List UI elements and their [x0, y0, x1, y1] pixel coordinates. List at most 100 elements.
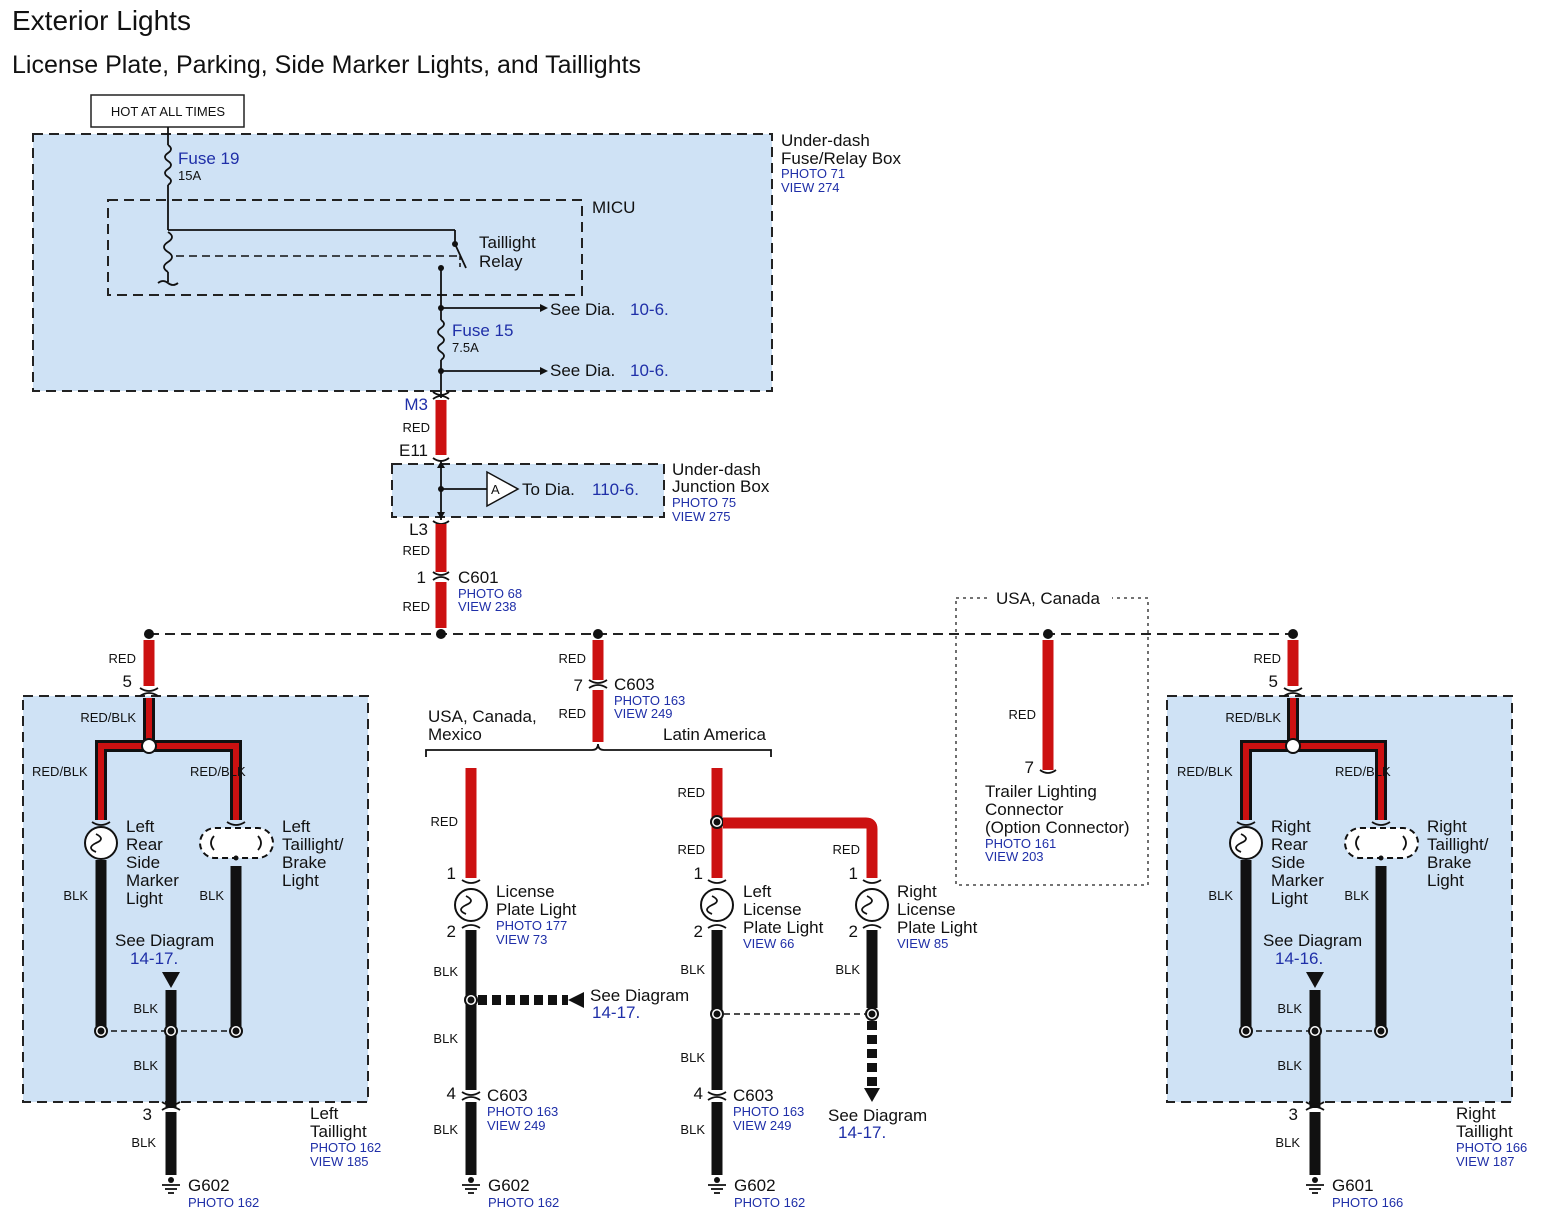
trailer-connector-icon [1039, 769, 1057, 774]
left-taillight-pin: 5 [123, 672, 132, 691]
m3-label: M3 [404, 395, 428, 414]
left-taillight-name-2: Taillight [310, 1122, 367, 1141]
left-taillight-photo: PHOTO 162 [310, 1140, 381, 1155]
wire-label-red-trailer: RED [1009, 707, 1036, 722]
c603-top-pin: 7 [574, 676, 583, 695]
right-marker-name-3: Side [1271, 853, 1305, 872]
hot-at-all-times-box [90, 94, 245, 128]
region-left-1: USA, Canada, [428, 707, 537, 726]
right-taillight-photo: PHOTO 166 [1456, 1140, 1527, 1155]
right-ground-pin: 3 [1289, 1105, 1298, 1124]
wire-label-blk-left-1: BLK [63, 888, 88, 903]
relay-label-2: Relay [479, 252, 523, 271]
right-see-ref[interactable]: 14-16. [1275, 949, 1323, 968]
connector-c601-icon [432, 571, 450, 576]
wire-label-red-latin-2: RED [678, 842, 705, 857]
right-brake-name-1: Right [1427, 817, 1467, 836]
junction-box-name-2: Junction Box [672, 477, 770, 496]
license-name-2: Plate Light [496, 900, 577, 919]
ground-icon [462, 1177, 480, 1194]
wire-label-red-2: RED [403, 543, 430, 558]
license-see-arrow-icon [568, 992, 584, 1008]
license-c603-name: C603 [487, 1086, 528, 1105]
wire-label-redblk-left-1: RED/BLK [80, 710, 136, 725]
to-dia-ref[interactable]: 110-6. [592, 480, 639, 499]
license-bulb-icon [454, 888, 488, 922]
license-photo: PHOTO 177 [496, 918, 567, 933]
left-license-pin-top: 1 [694, 864, 703, 883]
fuse-relay-box [32, 133, 773, 392]
fuse-15-label: Fuse 15 [452, 321, 513, 340]
wire-label-red-license: RED [431, 814, 458, 829]
junction-box-name-1: Under-dash [672, 460, 761, 479]
wire-label-blk-left-4: BLK [133, 1058, 158, 1073]
fuse-box-view: VIEW 274 [781, 180, 840, 195]
left-brake-name-4: Light [282, 871, 319, 890]
left-see-arrow-icon [162, 972, 180, 988]
right-marker-name-4: Marker [1271, 871, 1324, 890]
see-dia-1-ref[interactable]: 10-6. [630, 300, 669, 319]
license-view: VIEW 73 [496, 932, 547, 947]
left-taillight-box [22, 695, 369, 1103]
right-marker-name-5: Light [1271, 889, 1308, 908]
wire-label-blk-latin-2: BLK [680, 1050, 705, 1065]
left-license-name-2: License [743, 900, 802, 919]
connector-l3-icon [432, 520, 450, 525]
ground-icon [162, 1177, 180, 1194]
license-see-diagram: See Diagram [590, 986, 689, 1005]
wire-label-red-right: RED [1254, 651, 1281, 666]
fuse-15-rating: 7.5A [452, 340, 479, 355]
wire-label-red-c603-2: RED [559, 706, 586, 721]
c603-top-photo: PHOTO 163 [614, 693, 685, 708]
right-ground-name: G601 [1332, 1176, 1374, 1195]
right-taillight-pin: 5 [1269, 672, 1278, 691]
license-pin-bot: 2 [447, 922, 456, 941]
trailer-name-1: Trailer Lighting [985, 782, 1097, 801]
left-brake-name-1: Left [282, 817, 311, 836]
right-brake-name-4: Light [1427, 871, 1464, 890]
wire-label-redblk-right-1: RED/BLK [1225, 710, 1281, 725]
right-license-pin-top: 1 [849, 864, 858, 883]
wire-label-blk-license-2: BLK [433, 1031, 458, 1046]
right-license-see-ref[interactable]: 14-17. [838, 1123, 886, 1142]
right-license-see-diagram: See Diagram [828, 1106, 927, 1125]
wire-label-red-c603-1: RED [559, 651, 586, 666]
hot-at-all-times-label: HOT AT ALL TIMES [111, 104, 225, 119]
left-license-c603-photo: PHOTO 163 [733, 1104, 804, 1119]
wire-label-blk-license-1: BLK [433, 964, 458, 979]
left-marker-name-2: Rear [126, 835, 163, 854]
micu-box [107, 199, 583, 296]
wire-label-blk-left-5: BLK [131, 1135, 156, 1150]
right-license-view: VIEW 85 [897, 936, 948, 951]
wire-label-red-left: RED [109, 651, 136, 666]
right-see-diagram: See Diagram [1263, 931, 1362, 950]
left-taillight-view: VIEW 185 [310, 1154, 369, 1169]
license-pin-top: 1 [447, 864, 456, 883]
fuse-box-name-2: Fuse/Relay Box [781, 149, 901, 168]
left-license-c603-view: VIEW 249 [733, 1118, 792, 1133]
micu-label: MICU [592, 198, 635, 217]
see-dia-1-text: See Dia. [550, 300, 615, 319]
wire-label-blk-license-3: BLK [433, 1122, 458, 1137]
trailer-name-2: Connector [985, 800, 1064, 819]
right-taillight-name-1: Right [1456, 1104, 1496, 1123]
left-license-pin-bot: 2 [694, 922, 703, 941]
left-license-view: VIEW 66 [743, 936, 794, 951]
junction-box [391, 463, 665, 518]
wire-label-blk-right-2: BLK [1344, 888, 1369, 903]
c601-photo: PHOTO 68 [458, 586, 522, 601]
wire-label-blk-latin-3: BLK [680, 1122, 705, 1137]
fuse-box-photo: PHOTO 71 [781, 166, 845, 181]
left-see-ref[interactable]: 14-17. [130, 949, 178, 968]
wire-label-redblk-right-3: RED/BLK [1335, 764, 1391, 779]
left-ground-photo: PHOTO 162 [188, 1195, 259, 1210]
page-subtitle: License Plate, Parking, Side Marker Ligh… [12, 51, 641, 79]
right-see-arrow-icon [1306, 972, 1324, 988]
wire-label-blk-right-1: BLK [1208, 888, 1233, 903]
wire-label-redblk-right-2: RED/BLK [1177, 764, 1233, 779]
see-dia-2-ref[interactable]: 10-6. [630, 361, 669, 380]
wire-red-right-license [723, 817, 878, 878]
fuse-19-symbol [164, 144, 172, 186]
right-taillight-name-2: Taillight [1456, 1122, 1513, 1141]
license-see-ref[interactable]: 14-17. [592, 1003, 640, 1022]
